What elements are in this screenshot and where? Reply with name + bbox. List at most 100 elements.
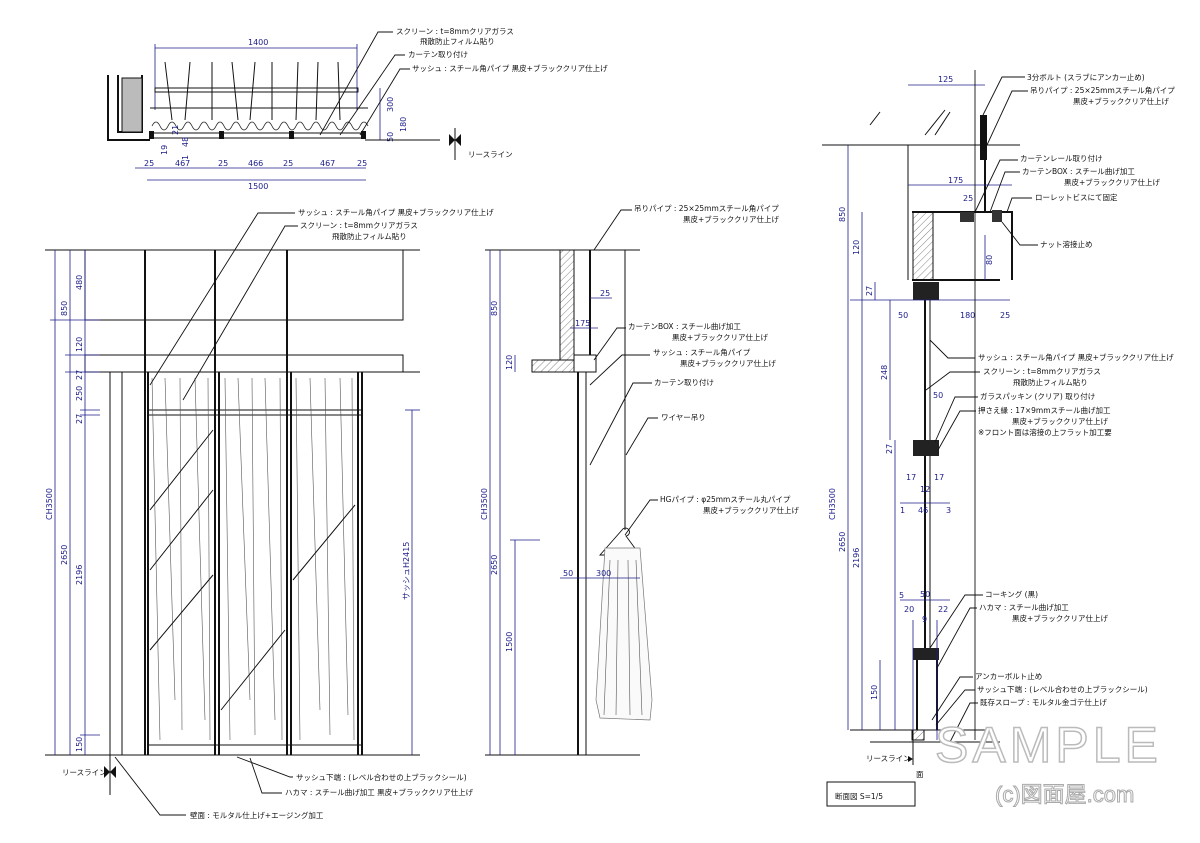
detail-hakama-label-2: 黒皮+ブラッククリア仕上げ: [1012, 613, 1108, 623]
detail-screen-label-2: 飛散防止フィルム貼り: [1013, 377, 1088, 387]
plan-screen-label-2: 飛散防止フィルム貼り: [420, 36, 495, 46]
anchor-label: アンカーボルト止め: [975, 671, 1042, 681]
dim-48: 48: [181, 137, 190, 147]
reference-label: リースライン: [866, 754, 911, 763]
dress-icon: [595, 547, 653, 721]
dim-467: 467: [320, 159, 335, 168]
plan-curtain: [151, 121, 369, 131]
plan-wall-fill: [121, 77, 143, 133]
glass-reflection-lines: [149, 429, 356, 711]
plan-mullions: [149, 131, 366, 139]
rail-label: カーテンレール取り付け: [1020, 153, 1103, 163]
dim-12: 12: [920, 485, 930, 494]
dim-50: 50: [563, 569, 573, 578]
mullions: [144, 250, 363, 755]
stop-label-2: 黒皮+ブラッククリア仕上げ: [1012, 416, 1108, 426]
dim-120: 120: [505, 355, 514, 370]
dim-150: 150: [870, 685, 879, 700]
dress-folds: [603, 559, 643, 716]
detail-box-label: カーテンBOX : スチール曲げ加工: [1022, 166, 1135, 176]
dim-175: 175: [948, 176, 963, 185]
dim-25: 25: [357, 159, 367, 168]
dim-17: 17: [906, 473, 916, 482]
dim-2196: 2196: [75, 565, 84, 585]
dim-1500: 1500: [505, 632, 514, 652]
dim-2650: 2650: [838, 532, 847, 552]
detail-sash-bottom-label: サッシュ下端 : (レベル合わせの上ブラックシール): [977, 684, 1148, 694]
dim-180: 180: [399, 117, 408, 132]
front-screen-label: スクリーン : t=8mmクリアガラス: [300, 220, 418, 230]
dim-17: 17: [934, 473, 944, 482]
ceiling-break: [869, 109, 951, 136]
dim-250: 250: [75, 386, 84, 401]
wall-hatch: [559, 249, 575, 361]
dim-300: 300: [386, 97, 395, 112]
side-leader-lines: [589, 209, 658, 536]
front-screen-label-2: 飛散防止フィルム貼り: [332, 231, 407, 241]
floor-hatch: [911, 729, 925, 741]
dim-2196: 2196: [852, 548, 861, 568]
dim-9: 9: [922, 615, 927, 624]
title-block: 断面図 S=1/5: [826, 781, 916, 807]
side-box-label-2: 黒皮+ブラッククリア仕上げ: [672, 332, 768, 342]
plan-view: 1400 25 467 25 466 25 467 25 1500 19 21 …: [107, 26, 608, 191]
dim-850: 850: [490, 301, 499, 316]
side-box-label: カーテンBOX : スチール曲げ加工: [628, 321, 741, 331]
reference-marker-icon: [908, 756, 913, 762]
dim-1500: 1500: [248, 182, 268, 191]
dim-50: 50: [920, 590, 930, 599]
dim-1: 1: [181, 155, 190, 160]
detail-box-label-2: 黒皮+ブラッククリア仕上げ: [1064, 177, 1160, 187]
hanger-icon: [599, 527, 641, 556]
dim-50: 50: [386, 132, 395, 142]
dim-125: 125: [938, 75, 953, 84]
side-pipe-label: 吊りパイプ : 25×25mmスチール角パイプ: [634, 203, 779, 213]
plan-sash-label: サッシュ : スチール角パイプ 黒皮+ブラッククリア仕上げ: [412, 63, 608, 73]
packing-label: ガラスパッキン (クリア) 取り付け: [980, 391, 1095, 401]
side-sash-label-2: 黒皮+ブラッククリア仕上げ: [680, 358, 776, 368]
front-wall-label: 壁面 : モルタル仕上げ+エージング加工: [190, 810, 324, 820]
side-curtain-label: カーテン取り付け: [654, 377, 714, 387]
plan-curtain-rail: [154, 87, 359, 93]
dim-ch3500: CH3500: [480, 488, 489, 520]
detail-section: 125 175 25 850 120 80 27 50 180 25 248 5…: [822, 70, 1175, 779]
drawing-title: 断面図 S=1/5: [835, 791, 883, 801]
nut-label: ナット溶接止め: [1040, 239, 1093, 249]
dim-1: 1: [900, 506, 905, 515]
dim-21: 21: [171, 125, 180, 135]
curtain-folds: [151, 377, 355, 741]
dim-25: 25: [283, 159, 293, 168]
reference-label: リースライン: [468, 150, 513, 159]
dim-ch3500: CH3500: [828, 488, 837, 520]
detail-hakama-label: ハカマ : スチール曲げ加工: [979, 602, 1069, 612]
stop-label: 押さえ縁 : 17×9mmスチール曲げ加工: [978, 405, 1111, 415]
rail-hardware: [960, 210, 1002, 222]
dim-2650: 2650: [60, 545, 69, 565]
front-sash-label: サッシュ : スチール角パイプ 黒皮+ブラッククリア仕上げ: [298, 207, 494, 217]
detail-pipe-label-2: 黒皮+ブラッククリア仕上げ: [1073, 96, 1169, 106]
transom: [84, 354, 404, 373]
caulk-label: コーキング (黒): [985, 589, 1038, 599]
dim-50: 50: [898, 311, 908, 320]
dim-46: 46: [918, 506, 928, 515]
front-dim-lines: [50, 250, 420, 755]
side-hg-label-2: 黒皮+ブラッククリア仕上げ: [703, 505, 799, 515]
reference-label-2: 面: [916, 770, 924, 779]
dim-50: 50: [933, 391, 943, 400]
dim-sash-height: サッシュH2415: [402, 542, 411, 600]
dim-1400: 1400: [248, 38, 268, 47]
dim-27: 27: [865, 286, 874, 296]
dim-300: 300: [596, 569, 611, 578]
dim-25: 25: [600, 289, 610, 298]
plan-screen-label: スクリーン : t=8mmクリアガラス: [396, 26, 514, 36]
side-pipe-label-2: 黒皮+ブラッククリア仕上げ: [683, 214, 779, 224]
dim-120: 120: [852, 240, 861, 255]
sash-mid-frame: [913, 440, 939, 456]
hanging-bolt: [980, 115, 987, 160]
detail-leader-lines: [925, 76, 1038, 743]
side-dim-lines: [489, 250, 640, 755]
dim-175: 175: [575, 319, 590, 328]
title-box: [826, 781, 916, 807]
box-hatch: [912, 211, 934, 281]
